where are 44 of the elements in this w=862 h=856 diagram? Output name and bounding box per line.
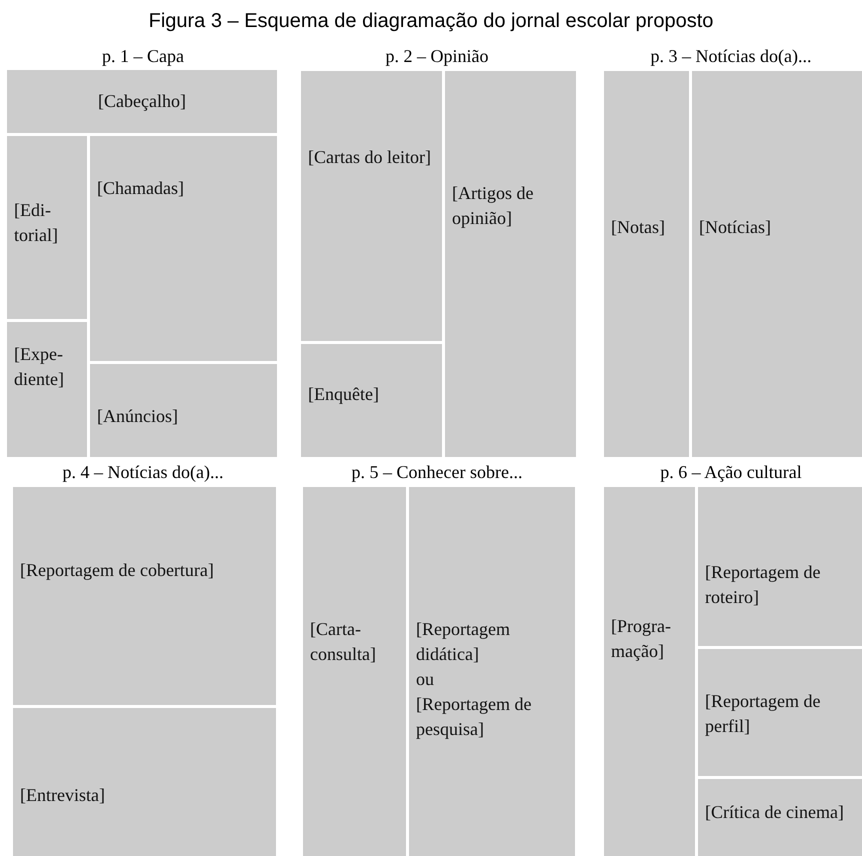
layout-block xyxy=(698,487,862,646)
layout-block xyxy=(7,322,87,457)
layout-block xyxy=(90,364,277,457)
block-label: [Reportagem de roteiro] xyxy=(705,561,822,609)
block-label: [Notas] xyxy=(611,216,666,239)
block-label: [Reportagem de cobertura] xyxy=(20,559,215,582)
block-label: [Anúncios] xyxy=(97,405,179,428)
layout-block xyxy=(303,487,406,856)
page-heading: p. 4 – Notícias do(a)... xyxy=(62,461,224,483)
layout-block xyxy=(604,487,695,856)
block-label: [Progra- mação] xyxy=(611,615,672,663)
layout-block xyxy=(13,487,276,705)
layout-block xyxy=(7,136,87,319)
figure-title: Figura 3 – Esquema de diagramação do jornal escolar proposto xyxy=(148,9,714,34)
block-label: [Carta- consulta] xyxy=(310,618,377,666)
page-heading: p. 1 – Capa xyxy=(102,45,184,67)
block-label: [Reportagem de perfil] xyxy=(705,690,822,738)
block-label: [Reportagem de pesquisa] xyxy=(416,693,532,741)
page-heading: p. 3 – Notícias do(a)... xyxy=(650,45,812,67)
layout-block xyxy=(692,71,862,457)
layout-block xyxy=(409,487,575,856)
page-heading: p. 6 – Ação cultural xyxy=(660,461,802,483)
layout-block xyxy=(301,344,442,457)
block-label: [Crítica de cinema] xyxy=(705,801,845,824)
page-heading: p. 5 – Conhecer sobre... xyxy=(352,461,522,483)
block-label: [Entrevista] xyxy=(20,784,106,807)
layout-block xyxy=(90,136,277,361)
layout-block xyxy=(698,649,862,776)
layout-block xyxy=(604,71,689,457)
layout-block xyxy=(13,708,276,856)
block-label: [Cartas do leitor] xyxy=(308,146,432,169)
block-label: [Cabeçalho] xyxy=(98,90,186,113)
layout-block xyxy=(301,71,442,341)
block-label: [Notícias] xyxy=(699,216,772,239)
page-heading: p. 2 – Opinião xyxy=(386,45,488,67)
block-label: ou xyxy=(416,668,435,691)
block-label: [Chamadas] xyxy=(97,177,185,200)
block-label: [Artigos de opinião] xyxy=(452,182,534,230)
block-label: [Enquête] xyxy=(308,383,380,406)
block-label: [Edi- torial] xyxy=(14,199,59,247)
layout-block xyxy=(698,779,862,856)
layout-block xyxy=(7,70,277,133)
block-label: [Expe- diente] xyxy=(14,343,65,391)
layout-block xyxy=(445,71,576,457)
